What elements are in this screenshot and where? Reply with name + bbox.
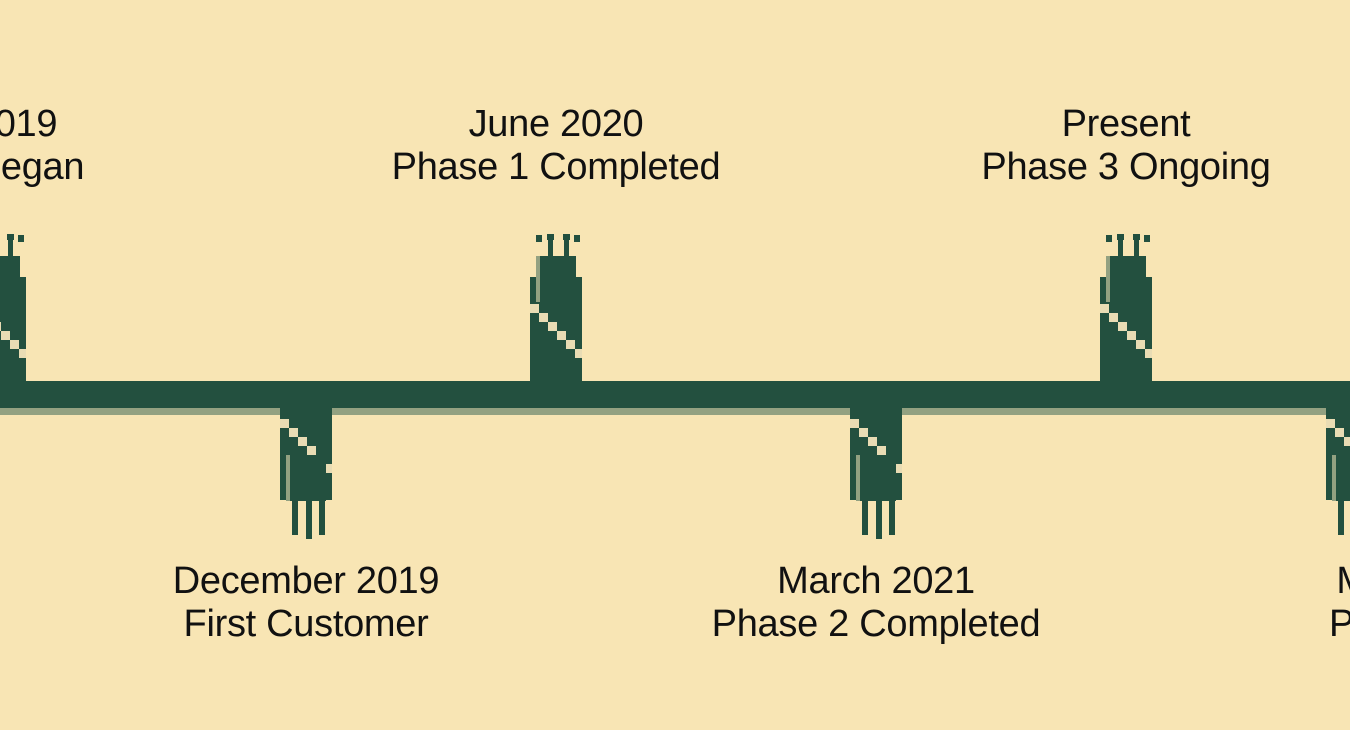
milestone-head: [856, 455, 896, 501]
sprout-icon: [1104, 232, 1156, 262]
milestone-event: Phase 3 Ongoing: [981, 145, 1271, 188]
legs-icon: [856, 499, 908, 541]
milestone-label: MPh: [1027, 560, 1350, 645]
milestone-head: [286, 455, 326, 501]
sprout-icon: [534, 232, 586, 262]
milestone-date: h 2019: [0, 103, 58, 145]
legs-icon: [1332, 499, 1350, 541]
milestone-date: Present: [1061, 103, 1191, 145]
milestone-date: June 2020: [468, 103, 644, 145]
milestone-event: Ph: [1329, 602, 1350, 645]
milestone-event: Phase 1 Completed: [391, 145, 721, 188]
milestone-event: First Customer: [183, 602, 429, 645]
milestone-head: [1332, 455, 1350, 501]
milestone-event: ion Began: [0, 145, 85, 188]
milestone-head: [1106, 256, 1146, 302]
milestone-head: [536, 256, 576, 302]
milestone-date: M: [1027, 560, 1350, 603]
milestone-head: [0, 256, 20, 302]
sprout-icon: [0, 232, 30, 262]
milestone-date: March 2021: [777, 560, 975, 602]
milestone-label: h 2019ion Began: [0, 103, 325, 188]
timeline-axis-edge: [0, 408, 1350, 415]
legs-icon: [286, 499, 338, 541]
milestone-event: Phase 2 Completed: [711, 602, 1041, 645]
milestone-date: December 2019: [172, 560, 440, 602]
